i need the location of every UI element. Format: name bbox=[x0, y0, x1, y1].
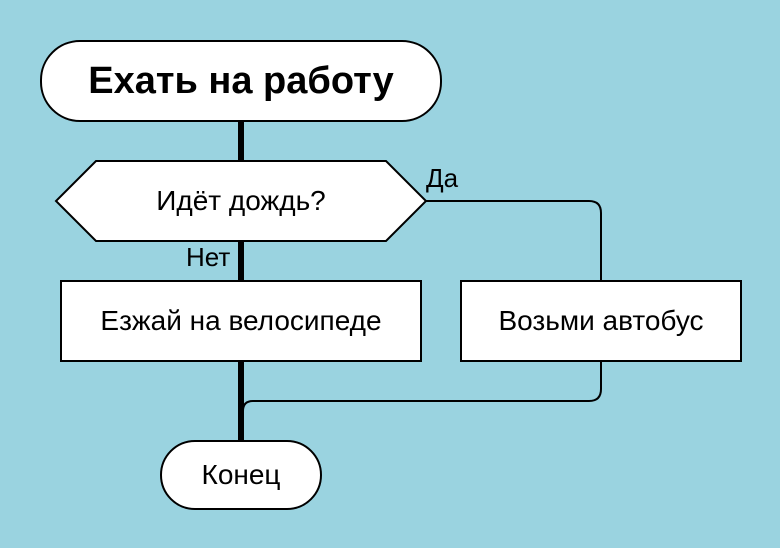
bike-node[interactable]: Езжай на велосипеде bbox=[60, 280, 422, 362]
end-label: Конец bbox=[201, 459, 281, 490]
bike-label: Езжай на велосипеде bbox=[100, 305, 382, 336]
edge-bus-to-end bbox=[242, 361, 602, 412]
end-node[interactable]: Конец bbox=[160, 440, 322, 510]
yes-branch-label: Да bbox=[426, 163, 459, 193]
bus-label: Возьми автобус bbox=[498, 305, 704, 336]
decision-shape bbox=[54, 160, 428, 242]
start-node[interactable]: Ехать на работу bbox=[40, 40, 442, 122]
no-branch-label: Нет bbox=[186, 242, 231, 272]
bus-node[interactable]: Возьми автобус bbox=[460, 280, 742, 362]
start-label: Ехать на работу bbox=[88, 59, 394, 102]
edge-decision-to-bus bbox=[426, 200, 602, 281]
decision-label: Идёт дождь? bbox=[156, 185, 326, 216]
decision-node[interactable]: Идёт дождь? bbox=[56, 160, 426, 242]
